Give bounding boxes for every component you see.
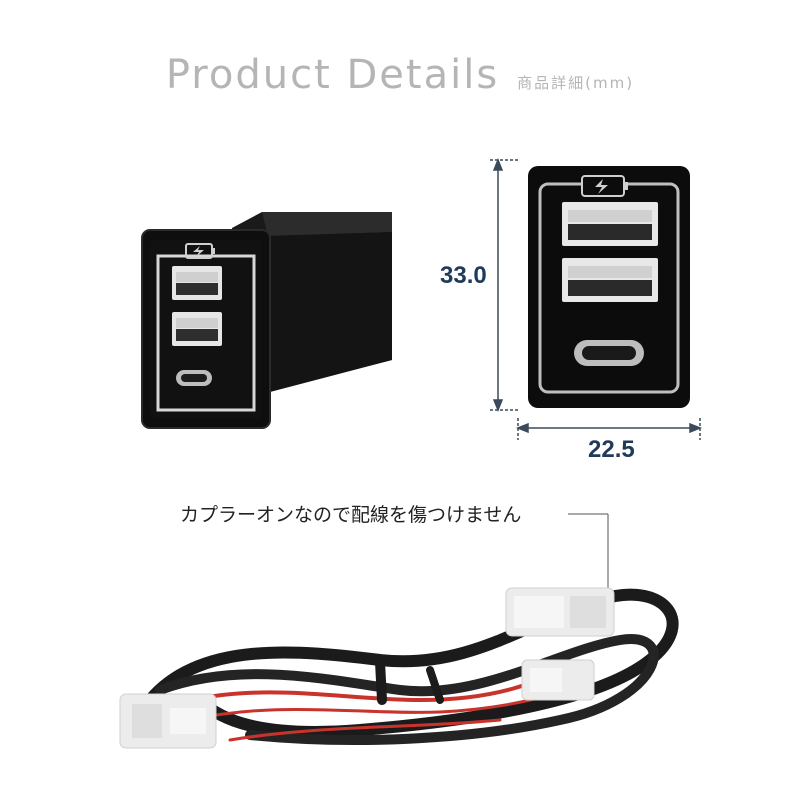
coupler-callout-text: カプラーオンなので配線を傷つけません [180,504,522,526]
usb-a-port-bottom [172,312,222,346]
coupler-connector-top [505,587,615,637]
usb-c-port [176,370,212,386]
coupler-connector-middle [521,659,595,701]
coupler-connector-left [119,693,217,749]
callout-pointer [568,513,609,600]
socket-front-view [528,166,690,408]
page-subtitle: 商品詳細(mm) [517,74,635,92]
socket-3d-view [141,212,392,429]
usb-a-port-top [172,266,222,300]
width-dimension-label: 22.5 [588,436,635,463]
width-dimension-line [515,418,703,440]
battery-icon [185,243,215,259]
title-row: Product Details 商品詳細(mm) [0,52,800,112]
battery-icon [581,175,628,197]
usb-a-port-bottom [562,258,658,302]
usb-a-port-top [562,202,658,246]
height-dimension-label: 33.0 [440,262,487,289]
page-title: Product Details [165,52,500,98]
usb-c-port [574,340,644,366]
height-dimension-line [490,157,520,413]
